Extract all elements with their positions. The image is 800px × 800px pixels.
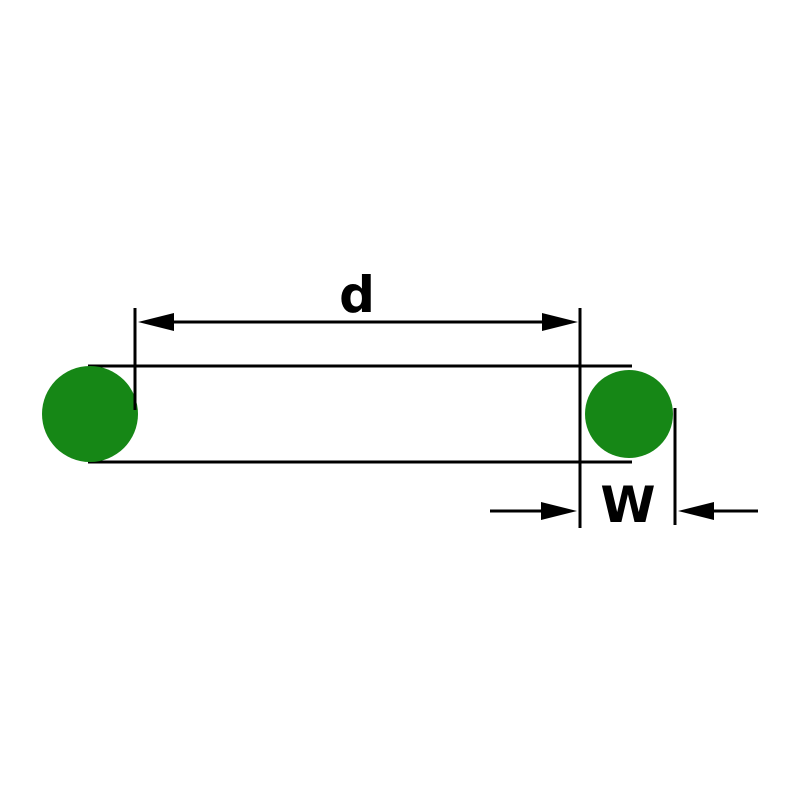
width-left-arrowhead-icon — [541, 502, 577, 520]
width-label: W — [600, 476, 655, 534]
diameter-label: d — [339, 266, 375, 324]
diameter-left-arrowhead-icon — [138, 313, 174, 331]
oring-right-cross-section — [585, 370, 673, 458]
oring-left-cross-section — [42, 366, 138, 462]
width-right-arrowhead-icon — [678, 502, 714, 520]
diameter-right-arrowhead-icon — [542, 313, 578, 331]
